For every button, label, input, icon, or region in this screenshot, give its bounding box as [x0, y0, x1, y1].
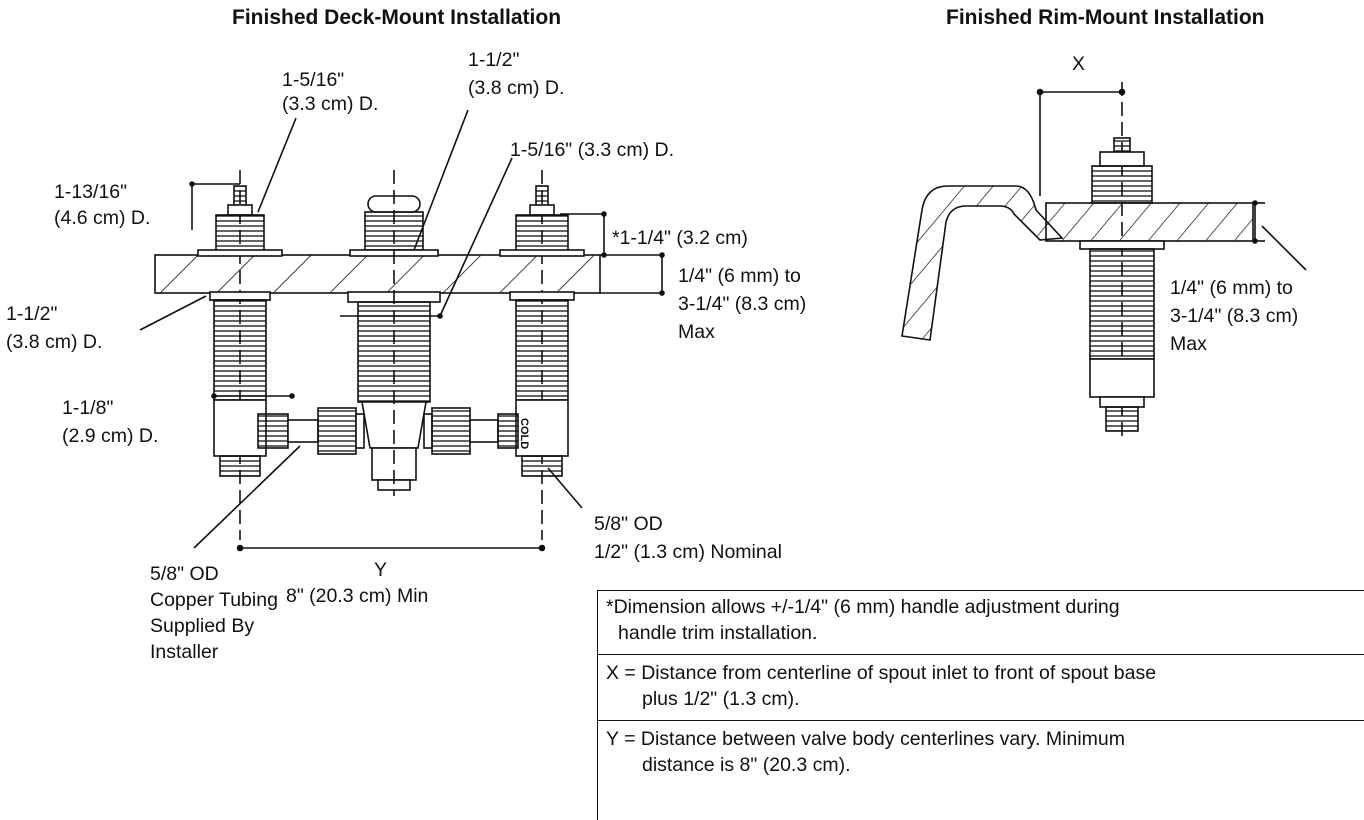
outlet-label-1: 5/8" OD: [594, 513, 663, 535]
right-valve: [499, 170, 585, 540]
deck-thickness-label-2: 3-1/4" (8.3 cm): [678, 293, 807, 315]
notes-divider-2: [598, 720, 1364, 721]
deck-slab: [154, 254, 601, 294]
note-x-line-1: X = Distance from centerline of spout in…: [606, 662, 1157, 684]
right-dia-label: 1-5/16" (3.3 cm) D.: [510, 139, 675, 161]
stem-dia-label-1: 1-13/16": [54, 181, 128, 203]
tubing-label-2: Copper Tubing: [150, 589, 278, 611]
rim-thickness-label-3: Max: [1170, 333, 1207, 355]
tubing-label-3: Supplied By: [150, 615, 255, 637]
center-dia-label-1: 1-1/2": [468, 49, 520, 71]
y-letter: Y: [374, 559, 388, 581]
left-body-dia-label-2: (3.8 cm) D.: [6, 331, 103, 353]
tubing-label-1: 5/8" OD: [150, 563, 219, 585]
adjust-dimension-label: *1-1/4" (3.2 cm): [612, 227, 748, 249]
top-left-dia-label-2: (3.3 cm) D.: [282, 93, 379, 115]
note-adjustment-line-1: *Dimension allows +/-1/4" (6 mm) handle …: [606, 596, 1120, 618]
note-adjustment-line-2: handle trim installation.: [618, 622, 818, 644]
deck-mount-title: Finished Deck-Mount Installation: [232, 6, 562, 29]
rim-thickness-label-1: 1/4" (6 mm) to: [1170, 277, 1293, 299]
rim-mount-title: Finished Rim-Mount Installation: [946, 6, 1265, 29]
center-dia-label-2: (3.8 cm) D.: [468, 77, 565, 99]
notes-divider-1: [598, 654, 1364, 655]
y-value: 8" (20.3 cm) Min: [286, 585, 429, 607]
rim-slab: [1045, 202, 1254, 242]
outlet-label-2: 1/2" (1.3 cm) Nominal: [594, 541, 782, 563]
cold-marking: COLD: [518, 418, 530, 450]
left-body-dia-label-1: 1-1/2": [6, 303, 58, 325]
deck-thickness-label-3: Max: [678, 321, 715, 343]
rim-mount-drawing: [901, 82, 1307, 440]
tubing-label-4: Installer: [150, 641, 219, 663]
x-letter: X: [1072, 53, 1086, 75]
stem-dia-label-2: (4.6 cm) D.: [54, 207, 151, 229]
lower-dia-label-2: (2.9 cm) D.: [62, 425, 159, 447]
center-spout-body: [347, 170, 441, 496]
deck-thickness-label-1: 1/4" (6 mm) to: [678, 265, 801, 287]
lower-dia-label-1: 1-1/8": [62, 397, 114, 419]
note-y-line-2: distance is 8" (20.3 cm).: [642, 754, 851, 776]
note-x-line-2: plus 1/2" (1.3 cm).: [642, 688, 800, 710]
note-y-line-1: Y = Distance between valve body centerli…: [606, 728, 1125, 750]
notes-table: *Dimension allows +/-1/4" (6 mm) handle …: [597, 590, 1364, 820]
rim-thickness-label-2: 3-1/4" (8.3 cm): [1170, 305, 1299, 327]
left-valve: [197, 170, 283, 540]
copper-tubing: [257, 407, 519, 455]
top-left-dia-label-1: 1-5/16": [282, 69, 345, 91]
